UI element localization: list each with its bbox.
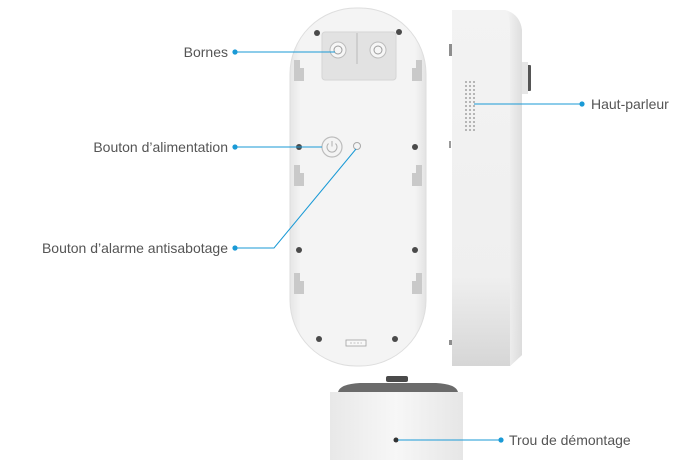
side-button [449,44,452,56]
power-button [321,136,343,158]
speaker-grille [465,80,477,132]
callout-lines [235,51,582,441]
terminal-screw-left [329,41,347,59]
screw-holes [296,29,418,342]
callout-dots [232,49,585,443]
removal-hole [393,437,399,443]
bottom-connector [345,339,367,347]
tamper-button [353,142,361,150]
side-view [449,10,531,366]
label-tamper-button: Bouton d’alarme antisabotage [41,240,228,256]
bottom-view [330,376,463,460]
terminal-screw-right [369,41,387,59]
label-power-button: Bouton d’alimentation [93,139,228,155]
label-speaker: Haut-parleur [591,96,669,112]
label-removal-hole: Trou de démontage [509,432,631,448]
label-terminals: Bornes [183,44,228,60]
back-view [289,7,427,367]
mounting-clips [294,60,422,294]
